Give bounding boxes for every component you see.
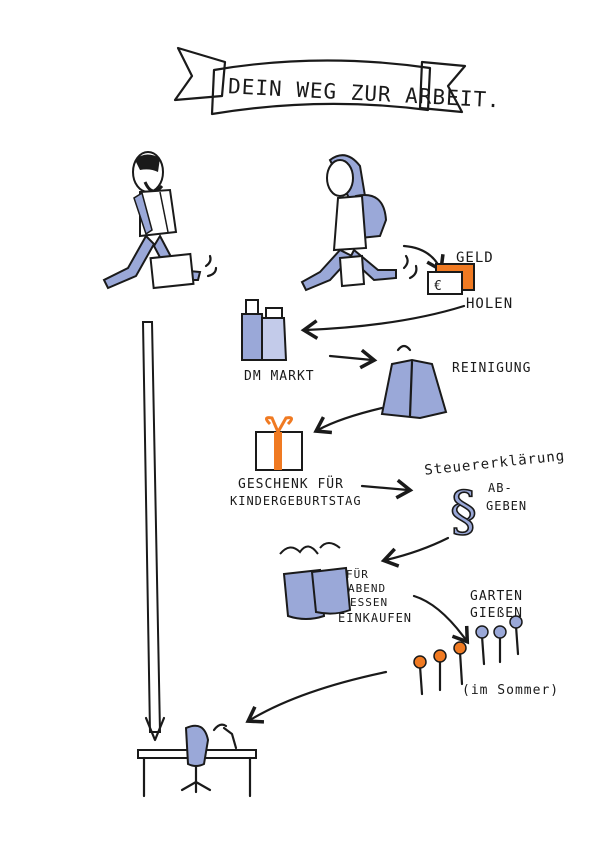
label-steuer: Steuererklärung [424,448,566,479]
label-garten-2: GIEßEN [470,606,523,621]
arrow-to-garten [412,594,470,645]
euro-sign: € [434,279,443,294]
paragraph-icon: § [450,480,477,543]
label-geld: GELD [456,250,494,266]
arrow-to-einkaufen [380,536,450,568]
gift-icon [255,416,303,471]
arrow-to-desk [245,670,388,724]
label-reinigung: REINIGUNG [452,361,531,376]
shopping-bags-icon [279,542,352,620]
title-banner: DEIN WEG ZUR ARBEIT. [173,46,501,116]
arrow-to-geschenk [313,406,384,435]
label-geschenk-line2: KINDERGEBURTSTAG [230,494,362,508]
arrow-to-geld [402,244,445,273]
label-einkaufen-2: ABEND [348,582,386,595]
label-sommer: (im Sommer) [462,683,559,698]
jacket-icon [380,344,448,420]
arrow-to-steuer [360,478,414,500]
money-icon: € [427,263,475,295]
label-einkaufen-4: EINKAUFEN [338,611,412,625]
label-dm-markt: DM MARKT [244,369,315,384]
arrow-to-dm [300,304,466,340]
arrow-to-reinigung [328,348,378,370]
man-walking-icon [102,151,218,290]
woman-walking-icon [300,154,418,292]
label-garten-1: GARTEN [470,589,523,604]
label-steuer-geben: GEBEN [486,499,527,513]
flowers-icon [413,615,523,696]
direct-path-arrow [141,321,162,733]
dm-markt-icon [241,299,288,361]
desk-icon [137,723,257,798]
label-einkaufen-1: FÜR [346,568,369,581]
label-holen: HOLEN [466,296,513,312]
label-steuer-ab: AB- [488,481,513,495]
label-einkaufen-3: ESSEN [350,596,388,609]
label-geschenk-line1: GESCHENK FÜR [238,475,344,492]
